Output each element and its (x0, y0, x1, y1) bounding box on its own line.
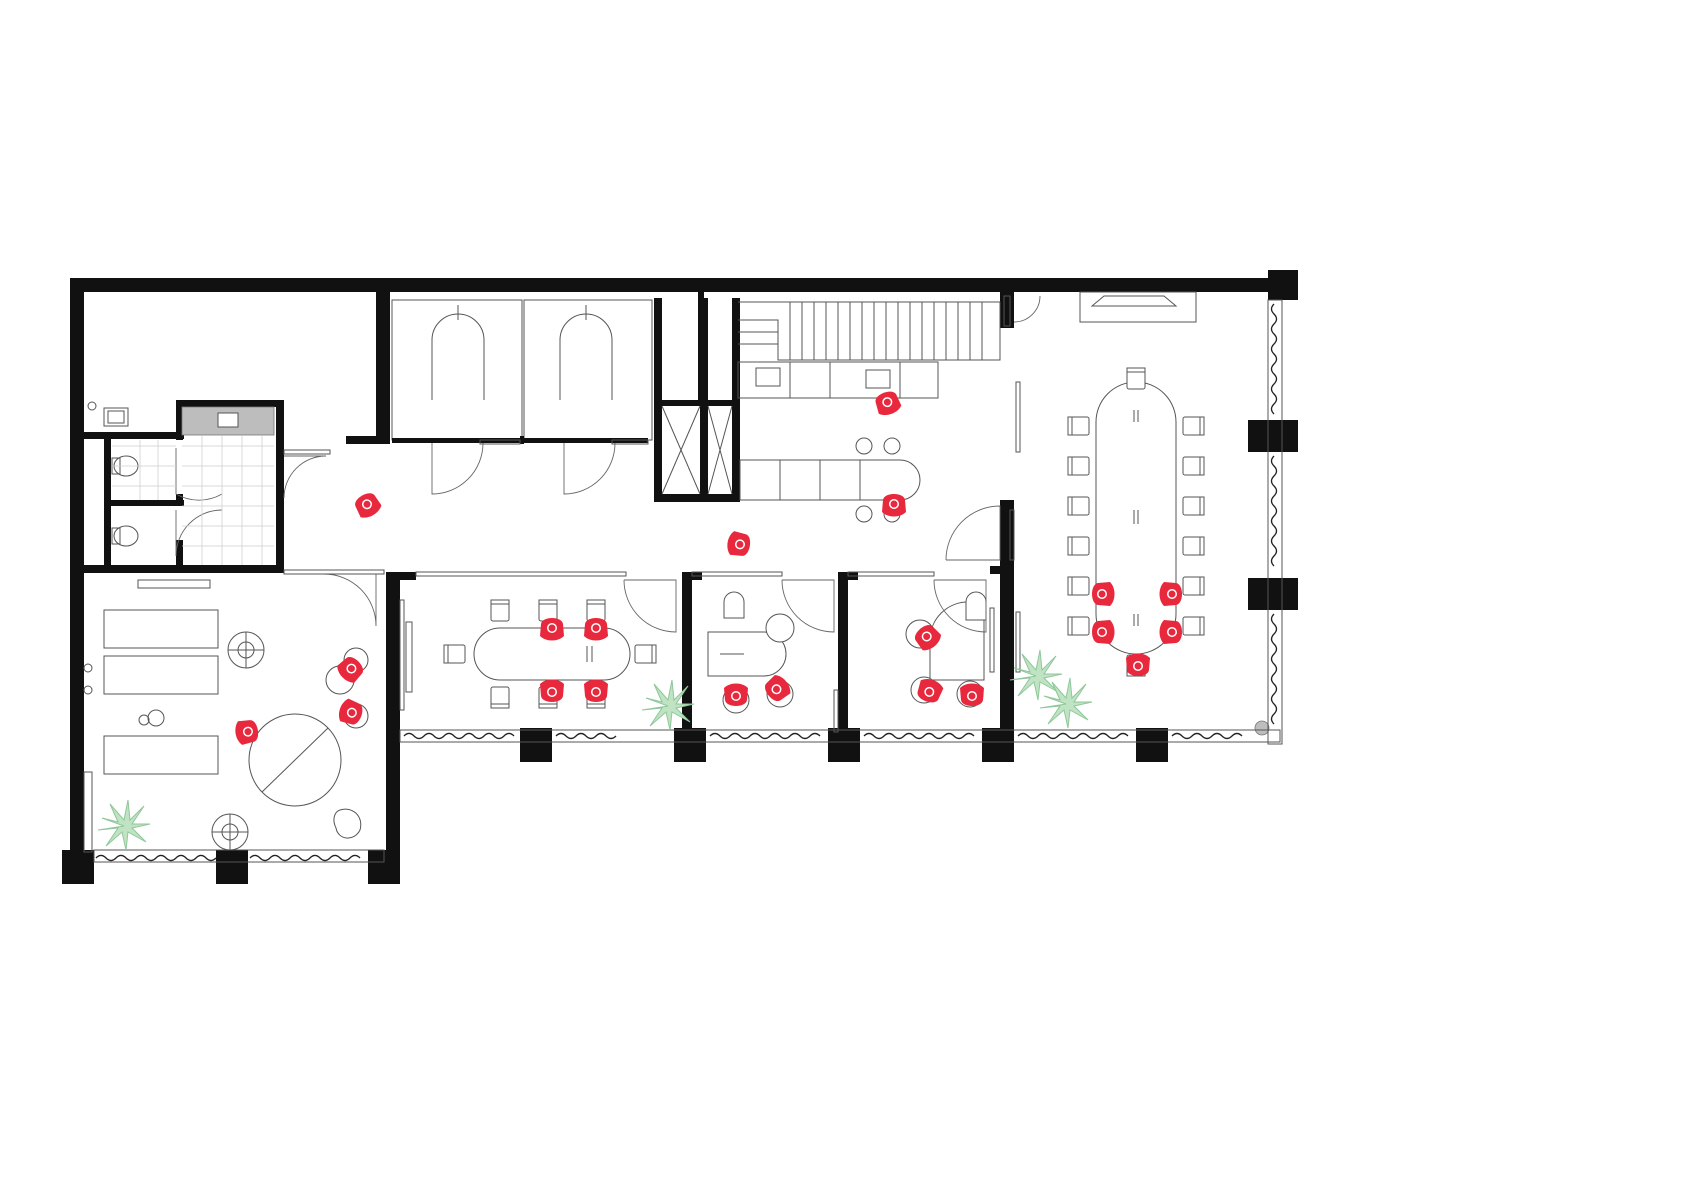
boardroom (1015, 291, 1270, 736)
shower-tile-grid (112, 406, 275, 565)
kitchen-bar (737, 295, 1041, 561)
plant-icon (97, 799, 151, 851)
person-icon (540, 679, 564, 702)
person-icon (540, 618, 564, 641)
person-icon (882, 494, 906, 517)
staircase (738, 301, 1001, 361)
person-icon (1092, 582, 1115, 606)
person-icon (872, 388, 903, 418)
person-icon (960, 683, 984, 706)
restrooms (87, 401, 331, 565)
meeting-room-small (691, 571, 839, 733)
person-icon (1159, 620, 1182, 644)
person-icon (725, 530, 752, 558)
person-icon (584, 618, 608, 641)
person-icon (724, 683, 748, 706)
lockers (661, 405, 733, 495)
person-icon (1159, 582, 1182, 606)
person-icon (1126, 653, 1150, 676)
plant-icon (1009, 649, 1063, 701)
person-icon (351, 489, 384, 522)
changing-booths (391, 299, 653, 495)
person-icon (233, 718, 260, 746)
person-icon (1092, 620, 1115, 644)
outer-walls (62, 270, 1298, 884)
person-icon (584, 679, 608, 702)
facade-windows (93, 299, 1283, 863)
meeting-room-large (399, 571, 677, 711)
interior-walls (84, 290, 1014, 732)
